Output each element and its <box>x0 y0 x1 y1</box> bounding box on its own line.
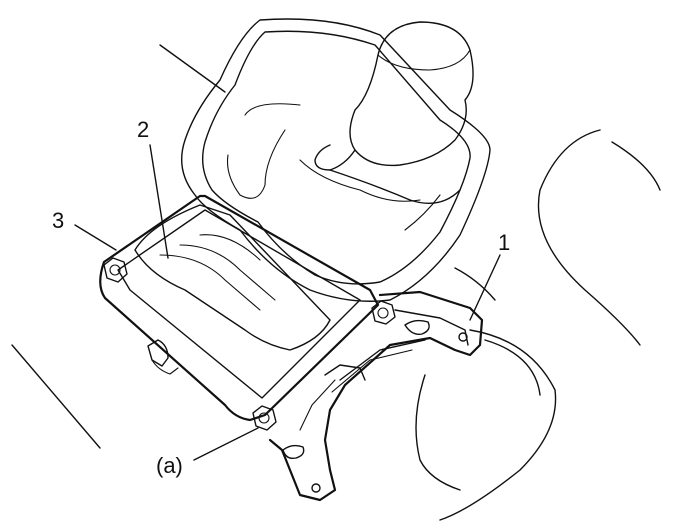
nut-lower <box>252 405 277 431</box>
leader-line-3 <box>74 224 117 251</box>
callout-2: 2 <box>137 117 149 142</box>
mounting-bracket <box>268 290 484 502</box>
nut-upper-left <box>103 257 128 283</box>
shift-knob <box>314 21 474 204</box>
callout-3: 3 <box>52 208 64 233</box>
trim-plate <box>99 194 380 422</box>
background-contours <box>11 44 661 521</box>
nut-upper-right <box>371 300 396 325</box>
leader-line-2 <box>149 144 169 259</box>
callout-1: 1 <box>498 230 510 255</box>
leader-line-a <box>193 427 259 461</box>
boot-lower <box>134 204 331 351</box>
leader-line-1 <box>469 254 501 321</box>
callout-a: (a) <box>156 453 183 478</box>
boot-upper <box>181 18 491 302</box>
